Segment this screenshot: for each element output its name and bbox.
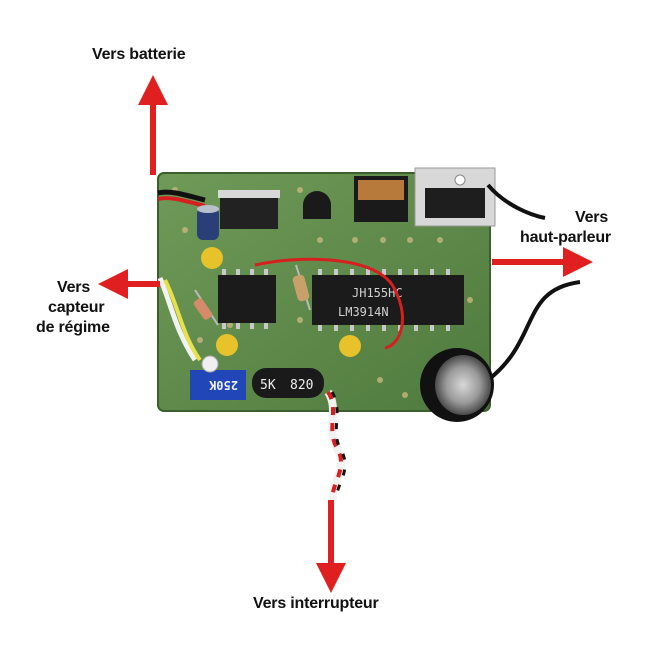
label-battery: Vers batterie: [92, 46, 186, 63]
resistor: [292, 264, 311, 311]
speaker-wire: [486, 183, 546, 220]
trimmer-potentiometer: 250K: [190, 355, 246, 400]
sensor-wire: [157, 276, 198, 362]
diode: [193, 289, 219, 326]
voltage-regulator: [218, 190, 280, 229]
main-ic-chip: JH155HC LM3914N: [312, 269, 464, 331]
jumper-wire: [254, 257, 404, 350]
transistor: [303, 191, 331, 219]
power-transistor: [354, 167, 496, 227]
label-sensor-line3: de régime: [36, 319, 110, 336]
ic-marking-line2: LM3914N: [338, 305, 389, 319]
ceramic-capacitor: [201, 247, 223, 269]
label-switch: Vers interrupteur: [253, 595, 379, 612]
label-speaker-line2: haut-parleur: [520, 229, 611, 246]
power-resistor: 5K 820: [252, 368, 324, 398]
label-sensor-line2: capteur: [48, 299, 105, 316]
large-capacitor: [420, 348, 494, 422]
ic-marking-line1: JH155HC: [352, 286, 403, 300]
label-sensor-line1: Vers: [57, 279, 91, 296]
solder-pads: [172, 187, 478, 398]
trimmer-label: 250K: [208, 378, 238, 392]
ceramic-capacitor: [339, 335, 361, 357]
label-speaker-line1: Vers: [575, 209, 609, 226]
battery-wire: [157, 189, 206, 203]
small-ic-chip: [218, 269, 276, 329]
small-capacitor: [197, 205, 219, 240]
resistor-label-5k: 5K: [260, 378, 276, 393]
resistor-label-820: 820: [290, 378, 313, 393]
switch-wire: [324, 389, 347, 501]
ceramic-capacitor: [216, 334, 238, 356]
